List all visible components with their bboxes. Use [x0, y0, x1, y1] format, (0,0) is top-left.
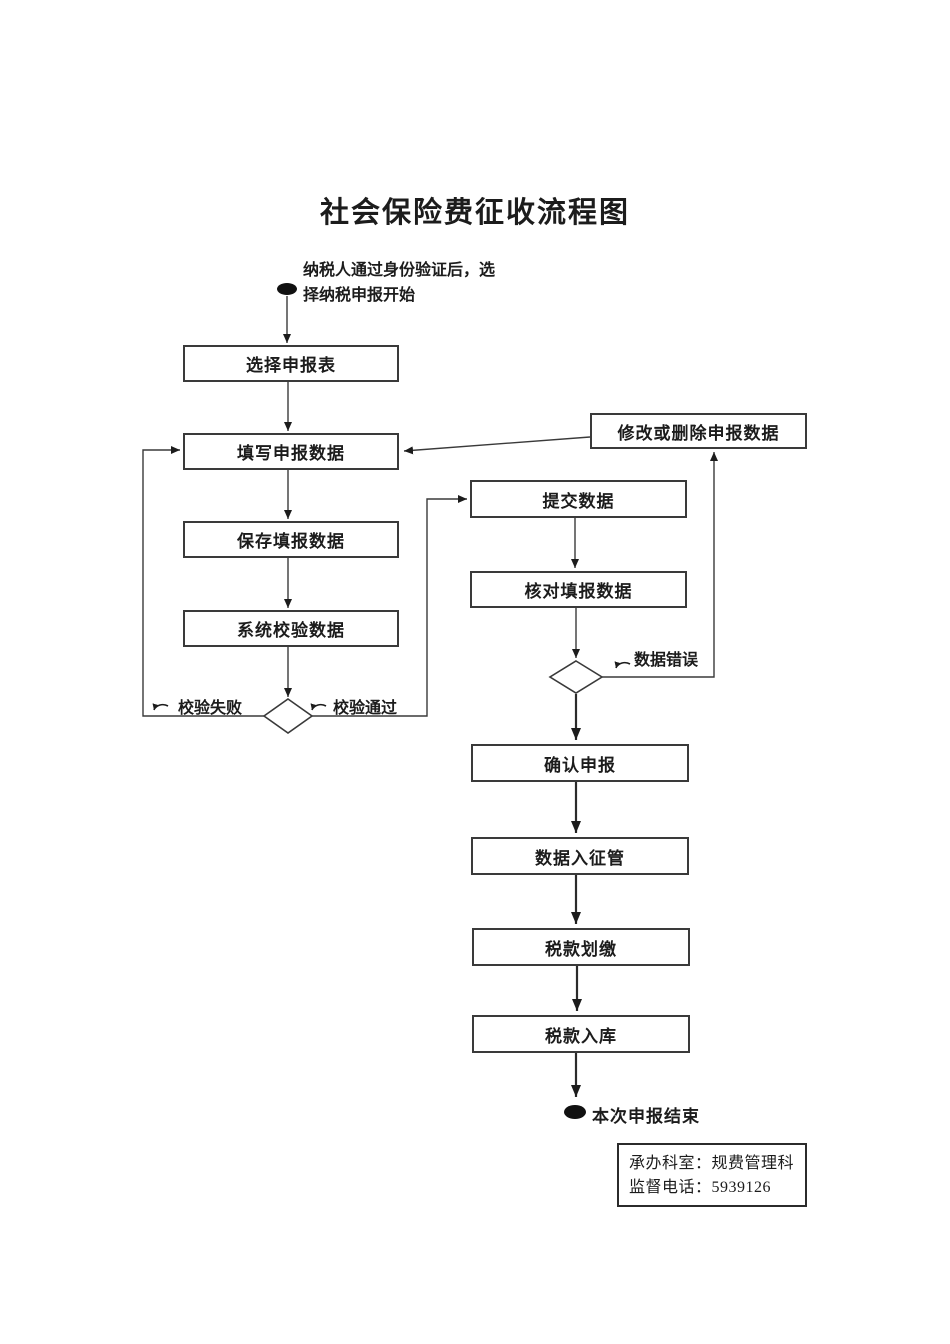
end-terminator: [564, 1105, 586, 1119]
node-save-data: 保存填报数据: [183, 521, 399, 558]
footer-contact-box: 承办科室：规费管理科 监督电话：5939126: [617, 1143, 807, 1207]
loop-arrow-icon-data-error: [614, 661, 631, 669]
node-tax-transfer: 税款划缴: [472, 928, 690, 966]
connector-validation-passed-to-submit: [312, 495, 467, 717]
decision-validation-diamond: [262, 698, 314, 734]
branch-label-validation-passed: 校验通过: [333, 700, 398, 717]
node-validate-data: 系统校验数据: [183, 610, 399, 647]
connector-modify-delete-to-fill-data: [403, 436, 591, 455]
page-title: 社会保险费征收流程图: [319, 197, 630, 229]
loop-arrow-icon-validation-passed: [310, 703, 327, 711]
decision-data-check-diamond: [548, 660, 604, 694]
end-label: 本次申报结束: [592, 1107, 700, 1126]
connector-data-error-to-modify-delete: [602, 452, 718, 678]
footer-department: 承办科室：规费管理科: [629, 1155, 795, 1172]
node-tax-storage: 税款入库: [472, 1015, 690, 1053]
node-select-form: 选择申报表: [183, 345, 399, 382]
node-data-to-collection: 数据入征管: [471, 837, 689, 875]
node-submit-data: 提交数据: [470, 480, 687, 518]
loop-arrow-icon-validation-failed: [152, 703, 169, 711]
node-fill-data: 填写申报数据: [183, 433, 399, 470]
footer-phone: 监督电话：5939126: [629, 1179, 772, 1196]
node-check-data: 核对填报数据: [470, 571, 687, 608]
branch-label-validation-failed: 校验失败: [178, 700, 243, 717]
branch-label-data-error: 数据错误: [634, 652, 699, 669]
start-terminator: [277, 283, 297, 295]
node-modify-delete: 修改或删除申报数据: [590, 413, 807, 449]
node-confirm-declaration: 确认申报: [471, 744, 689, 782]
connector-validation-failed-loop: [142, 446, 264, 717]
start-label: 纳税人通过身份验证后，选 择纳税申报开始: [303, 262, 496, 304]
